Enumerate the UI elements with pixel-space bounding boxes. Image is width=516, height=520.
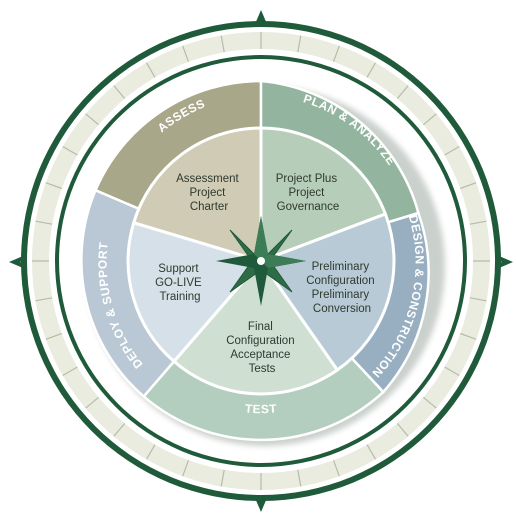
scale-tick	[469, 297, 487, 302]
compass-star-highlight-2	[261, 254, 306, 268]
scale-tick	[62, 145, 78, 156]
scale-tick	[62, 366, 78, 377]
scale-tick	[182, 459, 190, 477]
scale-tick	[85, 396, 99, 409]
scale-tick	[220, 469, 225, 487]
scale-tick	[459, 332, 477, 340]
scale-tick	[297, 35, 302, 53]
phase-inner-labels: Assessment Project Charter Project Plus …	[155, 173, 378, 375]
scale-tick	[366, 444, 377, 460]
scale-tick	[396, 85, 409, 99]
inner-label-test: Final Configuration Acceptance Tests	[226, 321, 298, 375]
scale-tick	[366, 62, 377, 78]
scale-tick	[469, 220, 487, 225]
compass-rose-icon	[216, 216, 306, 306]
scale-tick	[332, 45, 340, 63]
inner-label-deploy: Support GO-LIVE Training	[155, 263, 205, 303]
scale-tick	[45, 182, 63, 190]
scale-tick	[182, 45, 190, 63]
inner-label-assess: Assessment Project Charter	[176, 173, 242, 213]
segment-inner-test	[171, 258, 340, 396]
scale-tick	[423, 396, 437, 409]
inner-label-design: Preliminary Configuration Preliminary Co…	[306, 261, 378, 315]
scale-tick	[113, 423, 126, 437]
scale-tick	[332, 459, 340, 477]
label-test: TEST	[244, 401, 277, 416]
scale-tick	[35, 220, 53, 225]
scale-tick	[423, 113, 437, 126]
scale-tick	[145, 444, 156, 460]
compass-center-dot	[257, 257, 265, 265]
inner-segments	[126, 126, 396, 396]
scale-tick	[35, 297, 53, 302]
scale-tick	[297, 469, 302, 487]
scale-tick	[459, 182, 477, 190]
compass-star-highlight	[254, 216, 268, 261]
scale-ticks	[32, 32, 490, 490]
inner-label-plan: Project Plus Project Governance	[276, 173, 341, 213]
segment-inner-design	[258, 212, 396, 373]
scale-tick	[396, 423, 409, 437]
scale-tick	[444, 145, 460, 156]
scale-tick	[220, 35, 225, 53]
segment-inner-deploy	[126, 220, 264, 364]
scale-tick	[145, 62, 156, 78]
scale-tick	[45, 332, 63, 340]
scale-tick	[444, 366, 460, 377]
scale-tick	[85, 113, 99, 126]
segment-inner-assess	[131, 126, 263, 264]
segment-inner-plan	[259, 126, 388, 264]
scale-tick	[113, 85, 126, 99]
